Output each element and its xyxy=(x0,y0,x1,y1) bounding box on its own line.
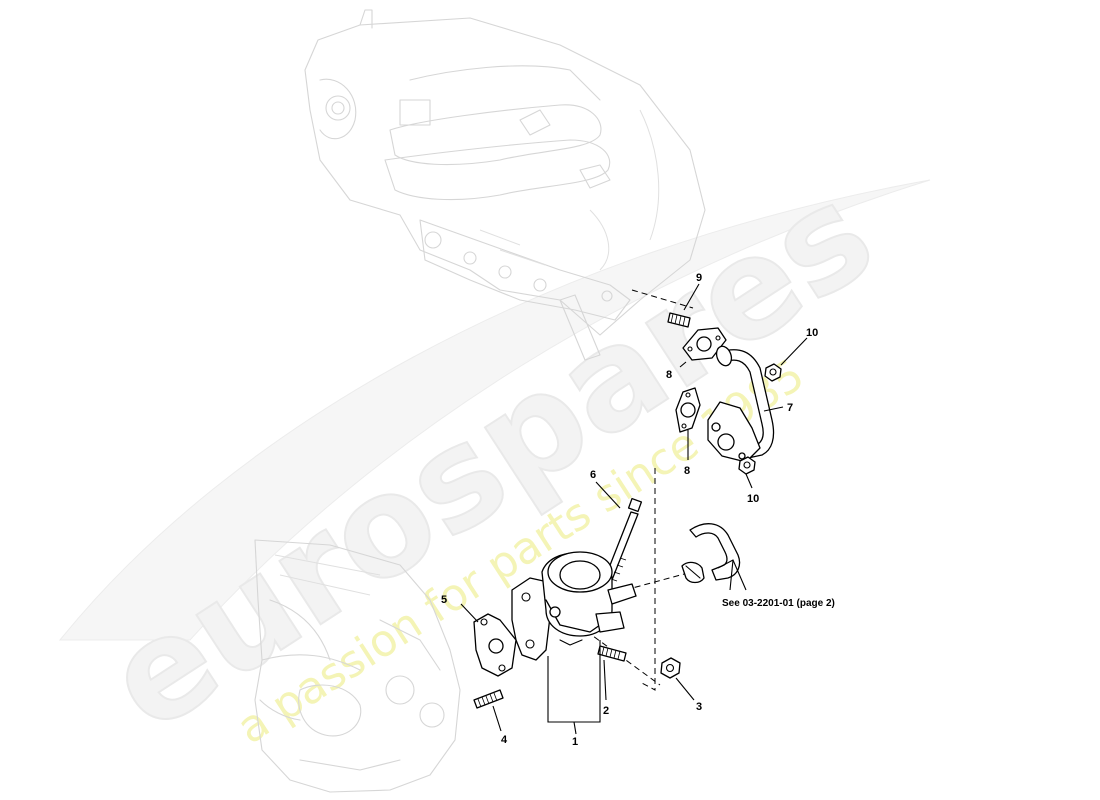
callout-8-upper: 8 xyxy=(666,369,672,381)
part-8-gasket-upper xyxy=(682,327,727,361)
part-5-gasket xyxy=(473,613,517,677)
ghost-cylinder-head xyxy=(254,539,461,793)
callout-8-lower: 8 xyxy=(684,465,690,477)
referenced-hose-and-clamp xyxy=(681,523,741,584)
callout-7: 7 xyxy=(787,402,793,414)
part-7-egr-pipe xyxy=(707,345,775,463)
part-9-stud xyxy=(667,312,691,328)
see-reference-note: See 03-2201-01 (page 2) xyxy=(722,598,835,609)
callout-10-upper: 10 xyxy=(806,327,818,339)
callout-numbers: 1 2 3 4 5 6 7 8 8 9 10 10 See 03-2201-01… xyxy=(441,272,835,748)
callout-2: 2 xyxy=(603,705,609,717)
part-4-stud xyxy=(473,689,504,709)
callout-3: 3 xyxy=(696,701,702,713)
ghost-intake-manifold xyxy=(304,9,706,361)
callout-4: 4 xyxy=(501,734,508,746)
callout-6: 6 xyxy=(590,469,596,481)
callout-1: 1 xyxy=(572,736,578,748)
part-3-nut xyxy=(660,657,681,679)
callout-5: 5 xyxy=(441,594,447,606)
leader-lines xyxy=(460,283,808,735)
part-1-egr-valve xyxy=(511,551,637,661)
part-10-nut-lower xyxy=(738,456,756,475)
callout-10-lower: 10 xyxy=(747,493,759,505)
part-10-nut-upper xyxy=(764,363,782,382)
watermark-swoosh xyxy=(58,179,931,641)
part-8-gasket-lower xyxy=(675,387,701,433)
part-2-stud xyxy=(597,645,627,662)
callout-9: 9 xyxy=(696,272,702,284)
